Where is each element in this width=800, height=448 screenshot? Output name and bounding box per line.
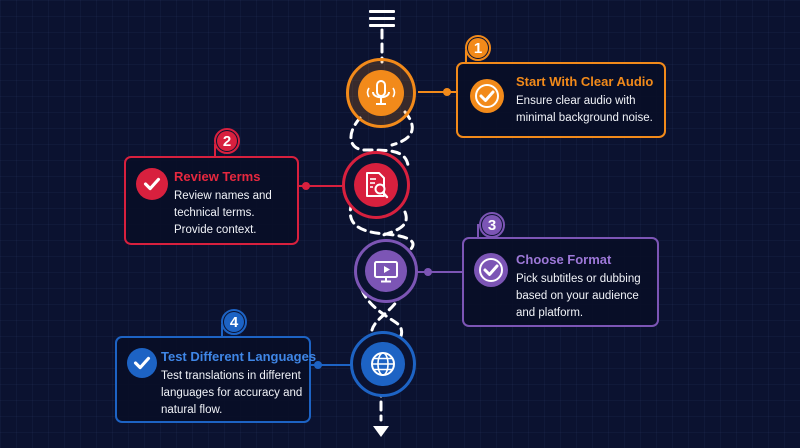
step-2-description: Review names and technical terms. Provid… <box>174 190 272 236</box>
connector-dot <box>302 182 310 190</box>
step-3-card: Choose Format Pick subtitles or dubbing … <box>462 237 659 327</box>
step-2-hub <box>342 151 410 219</box>
step-1-number: 1 <box>468 38 488 58</box>
step-4-badge: 4 <box>221 309 247 335</box>
step-3-hub <box>354 239 418 303</box>
step-3-description: Pick subtitles or dubbing based on your … <box>516 273 641 319</box>
step-2-card: Review Terms Review names and technical … <box>124 156 299 245</box>
connector-dot <box>443 88 451 96</box>
step-1-title: Start With Clear Audio <box>516 74 654 89</box>
step-4-hub <box>350 331 416 397</box>
step-1-hub <box>346 58 416 128</box>
step-3-number: 3 <box>482 215 502 235</box>
step-3-badge: 3 <box>479 212 505 238</box>
step-2-badge: 2 <box>214 128 240 154</box>
menu-lines-icon <box>369 10 395 28</box>
check-icon <box>474 253 508 287</box>
check-icon <box>470 79 504 113</box>
video-monitor-icon <box>374 261 398 283</box>
step-2-title: Review Terms <box>174 169 261 184</box>
step-1-card: Start With Clear Audio Ensure clear audi… <box>456 62 666 138</box>
connector-dot <box>424 268 432 276</box>
step-1-badge: 1 <box>465 35 491 61</box>
microphone-icon <box>366 79 396 105</box>
check-icon <box>127 348 157 378</box>
flow-path-segment <box>360 288 404 344</box>
globe-icon <box>371 352 395 376</box>
arrow-down-icon <box>373 426 389 437</box>
flow-path-segment <box>390 110 414 147</box>
step-4-title: Test Different Languages <box>161 349 317 364</box>
flow-path-segment <box>349 116 410 167</box>
step-2-number: 2 <box>217 131 237 151</box>
connector-dot <box>314 361 322 369</box>
step-4-card: Test Different Languages Test translatio… <box>115 336 316 423</box>
flow-path-segment <box>378 210 408 238</box>
step-4-description: Test translations in different languages… <box>161 370 303 416</box>
step-1-description: Ensure clear audio with minimal backgrou… <box>516 95 653 124</box>
step-4-number: 4 <box>224 312 244 332</box>
check-icon <box>136 168 168 200</box>
document-search-icon <box>366 172 389 199</box>
step-3-title: Choose Format <box>516 252 612 267</box>
